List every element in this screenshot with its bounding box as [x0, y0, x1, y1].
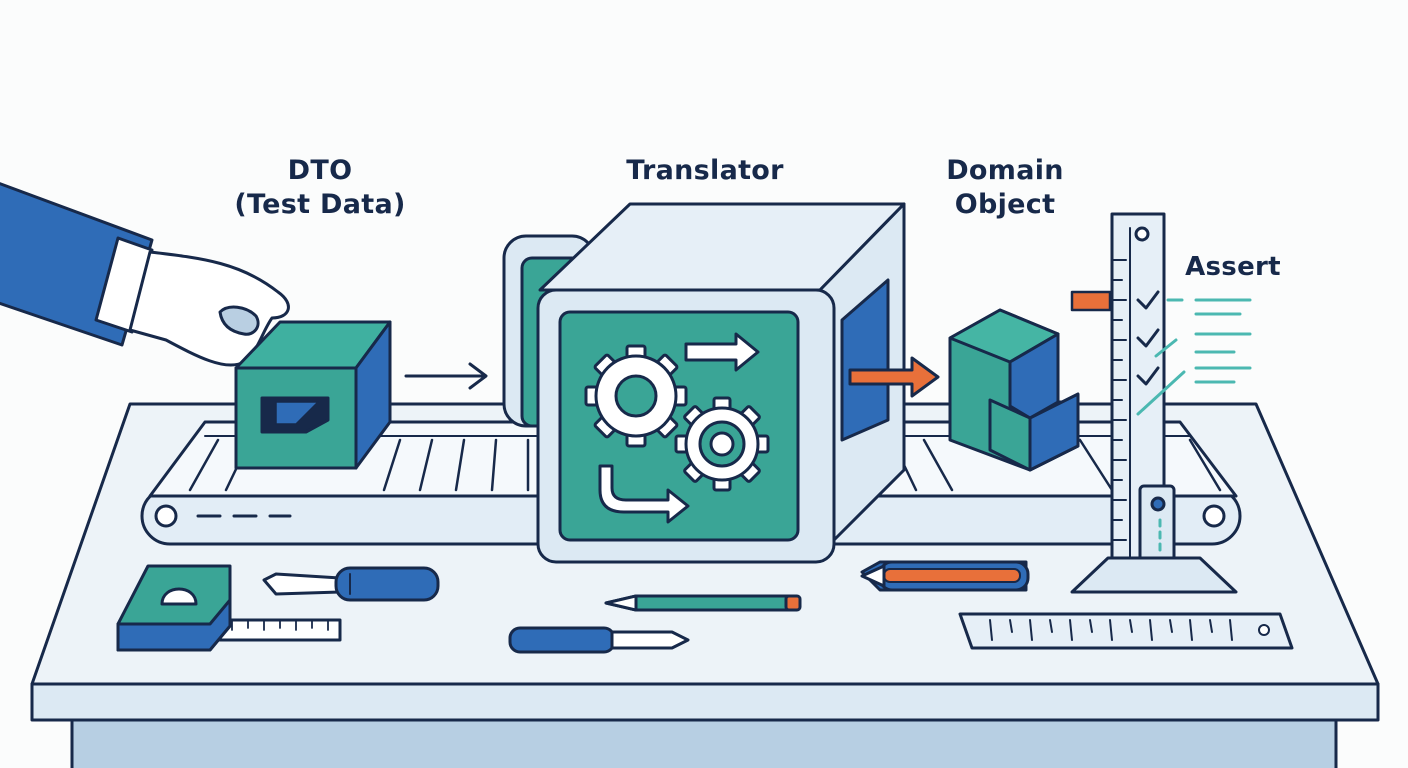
ruler-icon: [1070, 212, 1238, 594]
assert-label-text: Assert: [1185, 252, 1281, 282]
pencil-icon: [604, 594, 802, 612]
translator-machine: [502, 202, 906, 564]
arrow-right-icon: [404, 362, 488, 390]
hand-icon: [0, 182, 290, 367]
domain-label-line2: Object: [954, 189, 1056, 220]
assert-lines: [1136, 298, 1252, 558]
arrow-right-icon: [848, 356, 940, 398]
assert-label: Assert: [1168, 250, 1298, 284]
arrow-right-icon: [598, 332, 760, 524]
checkmark-icon: [1136, 290, 1160, 386]
screwdriver-icon: [262, 566, 440, 602]
domain-object-label: Domain Object: [915, 154, 1095, 222]
screwdriver-icon: [860, 560, 1030, 592]
dto-box-icon: [234, 320, 392, 470]
translator-label-text: Translator: [626, 155, 784, 186]
gear-icon: [584, 344, 770, 492]
domain-label-line1: Domain: [946, 155, 1064, 186]
dto-label-line1: DTO: [287, 155, 353, 186]
translator-label: Translator: [590, 154, 820, 188]
tape-measure-icon: [116, 564, 342, 652]
ruler-ticks: [1111, 259, 1127, 541]
dto-label: DTO (Test Data): [210, 154, 430, 222]
screwdriver-icon: [508, 626, 690, 654]
domain-object-icon: [948, 308, 1080, 472]
ruler-icon: [958, 612, 1294, 650]
dto-label-line2: (Test Data): [234, 189, 406, 220]
